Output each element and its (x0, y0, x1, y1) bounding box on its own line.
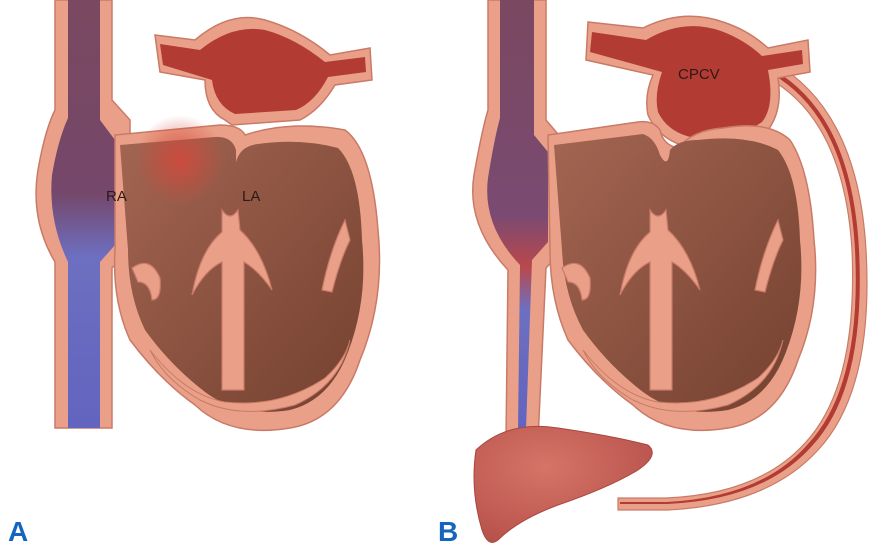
mixing-region (135, 115, 225, 205)
panel-b: CPCV B (438, 0, 876, 552)
label-ra: RA (106, 188, 127, 205)
panel-a: RA LA A (0, 0, 438, 552)
heart-diagram-b (438, 0, 876, 552)
panel-letter-a: A (8, 516, 28, 548)
label-la: LA (242, 188, 260, 205)
label-cpcv: CPCV (678, 66, 720, 83)
liver (474, 426, 652, 542)
heart-diagram-a (0, 0, 438, 552)
panel-letter-b: B (438, 516, 458, 548)
